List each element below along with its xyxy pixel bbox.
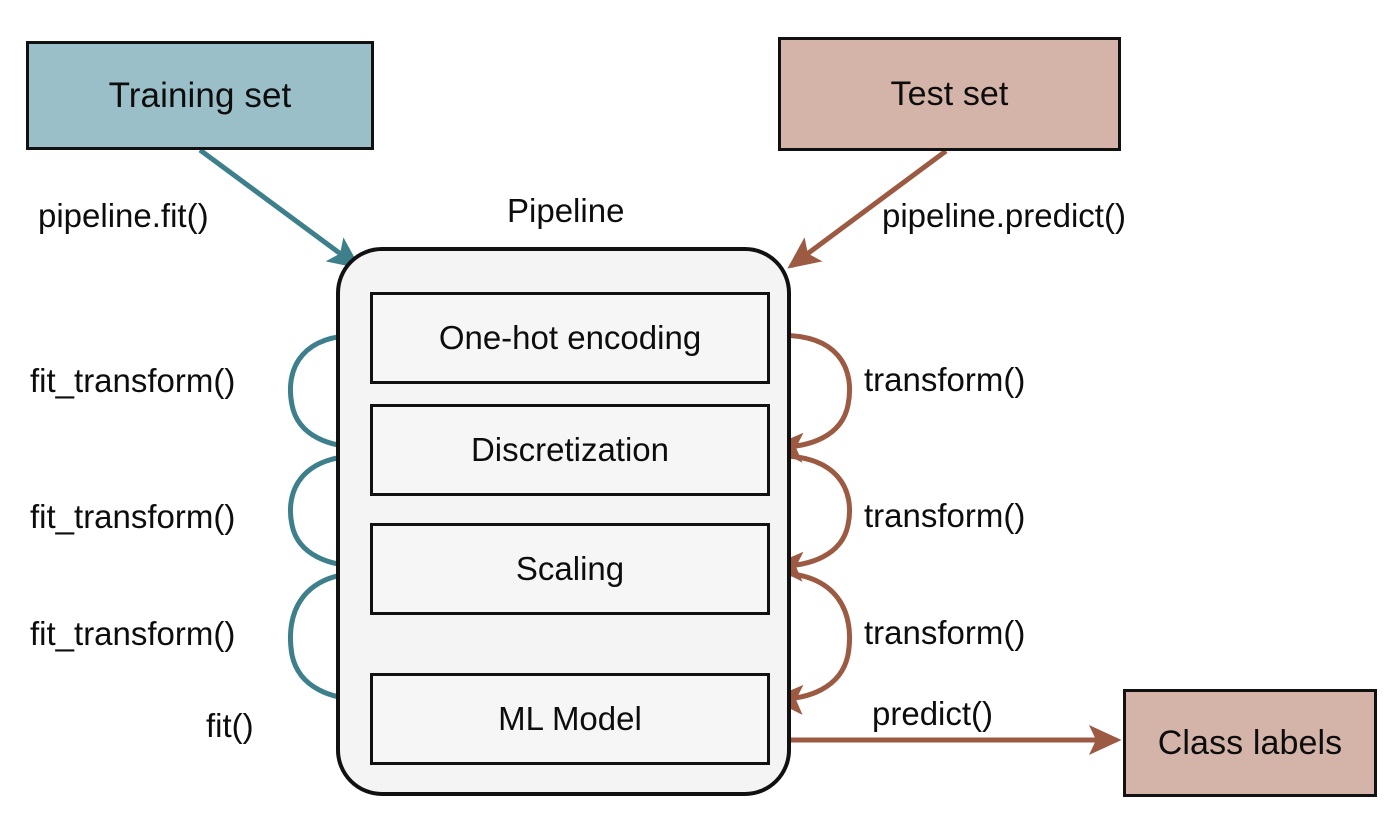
label-pipeline-predict: pipeline.predict() [882, 197, 1126, 234]
pipeline-step-label: Scaling [515, 550, 625, 587]
pipeline-step-label: Discretization [470, 431, 670, 468]
pipeline-step-label: ML Model [498, 700, 642, 737]
label-fit-transform-2: fit_transform() [30, 498, 236, 535]
label-fit: fit() [206, 707, 254, 744]
pipeline-step-label: One-hot encoding [438, 319, 702, 356]
label-predict: predict() [872, 695, 994, 732]
label-fit-transform-3: fit_transform() [30, 615, 236, 652]
test-set-box[interactable]: Test set [778, 37, 1121, 151]
pipeline-step-one-hot-encoding[interactable]: One-hot encoding [370, 292, 770, 384]
test-set-label: Test set [890, 74, 1009, 113]
label-fit-transform-1: fit_transform() [30, 362, 236, 399]
training-set-box[interactable]: Training set [26, 41, 374, 150]
label-transform-3: transform() [864, 614, 1026, 651]
label-pipeline-fit: pipeline.fit() [38, 197, 209, 234]
pipeline-step-scaling[interactable]: Scaling [370, 523, 770, 615]
pipeline-step-discretization[interactable]: Discretization [370, 404, 770, 496]
class-labels-label: Class labels [1157, 723, 1343, 762]
arrow-pipeline-fit [198, 147, 361, 269]
training-set-label: Training set [108, 75, 292, 115]
class-labels-box[interactable]: Class labels [1123, 689, 1377, 797]
label-transform-1: transform() [864, 361, 1026, 398]
pipeline-step-ml-model[interactable]: ML Model [370, 673, 770, 765]
label-transform-2: transform() [864, 497, 1026, 534]
pipeline-title: Pipeline [507, 192, 625, 229]
